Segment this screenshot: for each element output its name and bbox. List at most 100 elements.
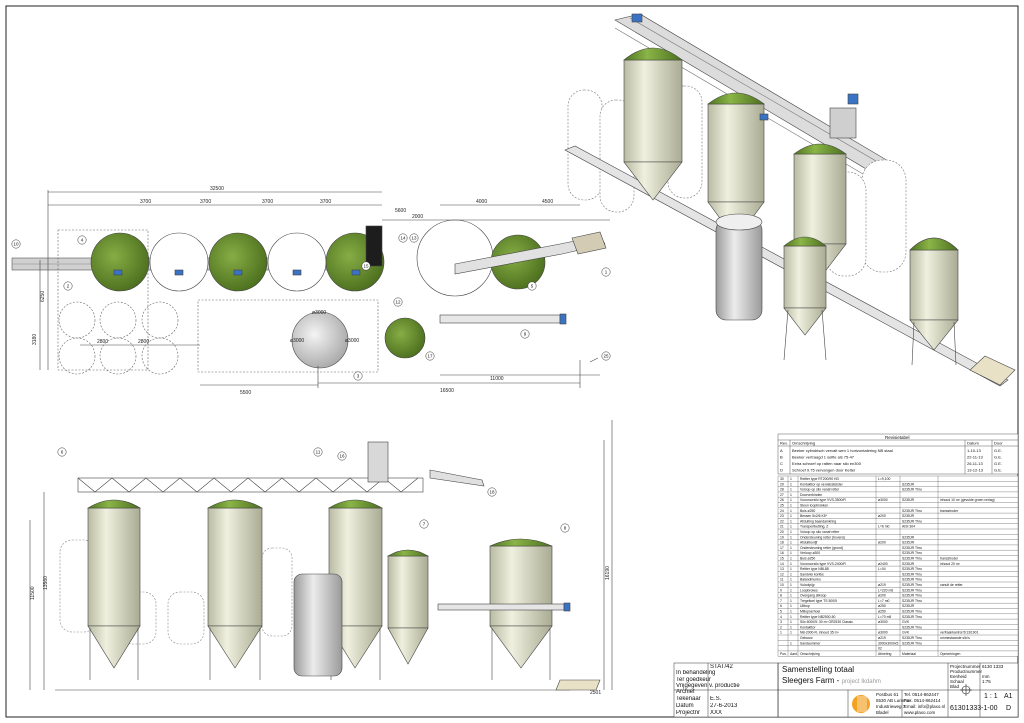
bom-cell: S235JR Thru	[902, 594, 922, 598]
revision-header-cell: Door	[994, 441, 1003, 446]
bom-cell: S235JR Thru	[902, 599, 922, 603]
bom-cell: Buis ø250	[800, 509, 815, 513]
elev-silo-right	[489, 538, 553, 680]
balloon-callout: 15	[361, 261, 371, 271]
bom-cell: 1	[790, 541, 792, 545]
balloon-number: 16	[339, 454, 345, 459]
plan-control-cabinet	[365, 225, 383, 267]
bom-cell: 1	[790, 615, 792, 619]
bom-cell: 1	[790, 551, 792, 555]
elev-silo-small	[386, 549, 430, 665]
revision-cell: Schroef 9.75 vervangen door Ketter	[792, 468, 856, 473]
bom-cell: Buis ø250	[800, 557, 815, 561]
bom-cell: ø250	[878, 604, 886, 608]
dim-spacing-4: 3700	[320, 199, 331, 205]
balloon-callout: 8	[560, 523, 570, 533]
elev-silo-2	[206, 499, 264, 680]
elev-tank-grey	[293, 573, 343, 677]
plan-tank-grey	[291, 311, 349, 369]
bom-cell: 1	[790, 509, 792, 513]
bom-cell: ø250	[878, 610, 886, 614]
balloon-number: 1	[605, 270, 608, 275]
bom-cell: Kontakttor	[800, 625, 816, 629]
balloon-number: 7	[423, 522, 426, 527]
plan-feed-screw	[454, 235, 606, 275]
bom-cell: 1	[790, 610, 792, 614]
label-projectnummer: Projectnummer	[950, 664, 981, 669]
revision-cell: A	[780, 448, 783, 453]
balloon-callout: 5	[527, 281, 537, 291]
bom-cell: 23	[780, 514, 784, 518]
bom-cell: Ondersteuning retter (grond)	[800, 546, 843, 550]
balloon-number: 17	[427, 354, 433, 359]
bom-cell: 10	[780, 583, 784, 587]
balloon-number: 6	[61, 450, 64, 455]
bom-cell: 1	[790, 557, 792, 561]
dim-bottom-1: 5500	[240, 390, 251, 396]
plan-silo-green-2	[208, 232, 268, 292]
balloon-callout: 17	[425, 351, 435, 361]
balloon-number: 8	[564, 526, 567, 531]
balloon-number: 10	[13, 242, 19, 247]
balloon-callout: 9	[520, 329, 530, 339]
sheet-number: 1 : 1	[984, 693, 998, 700]
bom-cell: Millopnerhoel	[800, 610, 820, 614]
company-address-1: Postbus 61	[876, 692, 899, 697]
company-fax: Fax. 0514-862414	[904, 698, 941, 703]
dim-right-4: 4500	[542, 199, 553, 205]
bom-cell: ommestaande silo's	[940, 636, 970, 640]
revision-cell: Extra schroef op ratten naar silo en300	[792, 461, 862, 466]
dim-spacing-1: 3700	[140, 199, 151, 205]
bom-cell: 25	[780, 504, 784, 508]
project-note: project Ikdahm	[841, 679, 881, 685]
bom-cell: ø2400	[878, 562, 888, 566]
bom-cell: 1	[790, 535, 792, 539]
bom-cell: 1	[790, 631, 792, 635]
iso-silo-right	[909, 237, 959, 366]
bom-cell: L=220 m6	[878, 588, 893, 592]
bom-cell: S235JR	[902, 541, 915, 545]
bom-cell: ø219	[878, 636, 886, 640]
company-website: www.plaxo.com	[904, 710, 936, 715]
bom-cell: S235JR	[902, 535, 915, 539]
balloon-callout: 10	[11, 239, 21, 249]
bom-cell: 6	[780, 604, 782, 608]
bom-cell: transstroder	[940, 557, 959, 561]
bom-cell: inhoud 20 m³	[940, 562, 961, 566]
dim-bottom-2: 16500	[440, 388, 454, 394]
bom-header-cell: Aant.	[790, 652, 798, 656]
dim-height-small: 2501	[590, 690, 601, 696]
plan-conveyor-lower	[439, 314, 561, 324]
plan-motor-5	[351, 269, 361, 276]
bom-cell: 8	[780, 594, 782, 598]
project-name: Sleegers Farm -	[782, 676, 842, 685]
revision-cell: 22-11-13	[967, 455, 983, 460]
title-block-frame	[673, 662, 1019, 718]
iso-tank-grey	[715, 213, 763, 321]
bom-cell: 1	[790, 498, 792, 502]
bom-cell: 24	[780, 509, 784, 513]
bom-cell: 1	[790, 588, 792, 592]
plan-view	[11, 190, 610, 388]
bom-cell: 1	[790, 625, 792, 629]
bom-cell: 18	[780, 541, 784, 545]
bom-cell: 26	[780, 498, 784, 502]
bom-cell: 11	[780, 578, 784, 582]
label-productnummer: Productnummer	[950, 669, 983, 674]
dim-spacing-3: 3700	[262, 199, 273, 205]
balloon-callout: 25	[601, 351, 611, 361]
dim-side-2: 3180	[32, 334, 38, 345]
bom-cell: S235JR Thru	[902, 641, 922, 645]
bom-cell: 1	[790, 514, 792, 518]
bom-cell: 1	[790, 493, 792, 497]
